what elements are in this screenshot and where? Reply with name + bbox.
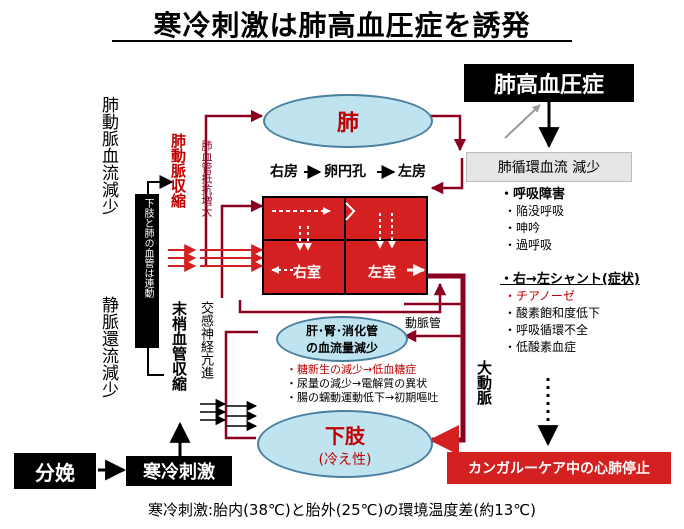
lower-limb-node: 下肢 (冷え性) bbox=[257, 410, 433, 478]
lung-node: 肺 bbox=[263, 94, 433, 148]
title-underline bbox=[112, 40, 572, 42]
aorta-label: 大動脈 bbox=[475, 360, 493, 405]
organ-effects: ・糖新生の減少→低血糖症 ・尿量の減少→電解質の異状 ・腸の蠕動運動低下→初期嘔… bbox=[286, 363, 438, 405]
organs-line2: の血流量減少 bbox=[305, 341, 378, 355]
resp-item: ・呻吟 bbox=[504, 221, 541, 235]
shunt-item: ・酸素飽和度低下 bbox=[504, 306, 601, 320]
shunt-item: ・チアノーゼ bbox=[504, 289, 575, 303]
lung-label: 肺 bbox=[336, 111, 359, 136]
organs-node: 肝･腎･消化管 の血流量減少 bbox=[276, 316, 408, 362]
heart-flow-fo: 卵円孔 bbox=[324, 164, 366, 180]
linked-vessels-box: 下肢と肺の血管は連動 bbox=[135, 194, 159, 348]
lower-limb-sub: (冷え性) bbox=[318, 451, 372, 468]
resp-item: ・陥没呼吸 bbox=[504, 204, 565, 218]
lv-label: 左室 bbox=[368, 265, 396, 281]
footer-note: 寒冷刺激:胎内(38℃)と胎外(25℃)の環境温度差(約13℃) bbox=[148, 501, 536, 519]
resp-title: ・呼吸障害 bbox=[500, 187, 566, 202]
organ-effect-item: ・糖新生の減少→低血糖症 bbox=[286, 363, 417, 376]
lower-limb-label: 下肢 bbox=[325, 423, 365, 448]
pa-constriction-label: 肺動脈収縮 bbox=[169, 133, 187, 208]
organs-line1: 肝･腎･消化管 bbox=[305, 324, 378, 338]
lung-circulation-box: 肺循環血流 減少 bbox=[466, 152, 632, 182]
ductus-arteriosus-label: 動脈管 bbox=[405, 316, 442, 330]
shunt-item: ・呼吸循環不全 bbox=[504, 323, 589, 337]
cardiac-arrest-box: カンガルーケア中の心肺停止 bbox=[447, 452, 671, 484]
birth-box: 分娩 bbox=[14, 453, 96, 489]
heart-flow-ra: 右房 bbox=[270, 164, 298, 180]
linked-vessels-label: 下肢と肺の血管は連動 bbox=[142, 198, 153, 298]
cold-stimulus-box: 寒冷刺激 bbox=[126, 456, 232, 486]
peripheral-constriction-label: 末梢血管収縮 bbox=[170, 301, 188, 391]
resp-item: ・過呼吸 bbox=[504, 238, 553, 252]
pulmonary-hypertension-box: 肺高血圧症 bbox=[464, 64, 634, 102]
pv-resistance-label: 肺血管抵抗増大 bbox=[200, 140, 213, 217]
shunt-title: ・右→左シャント(症状) bbox=[500, 272, 640, 287]
respiratory-disorder: ・呼吸障害 ・陥没呼吸 ・呻吟 ・過呼吸 bbox=[500, 186, 565, 254]
organ-effect-item: ・腸の蠕動運動低下→初期嘔吐 bbox=[286, 391, 439, 404]
shunt-item: ・低酸素血症 bbox=[504, 340, 577, 354]
venous-return-decrease: 静脈還流減少 bbox=[98, 296, 118, 398]
organ-effect-item: ・尿量の減少→電解質の異状 bbox=[286, 377, 428, 390]
rv-label: 右室 bbox=[293, 265, 321, 281]
shunt-symptoms: ・右→左シャント(症状) ・チアノーゼ ・酸素飽和度低下 ・呼吸循環不全 ・低酸… bbox=[500, 271, 640, 356]
sympathetic-label: 交感神経亢進 bbox=[198, 301, 213, 379]
pulmonary-flow-decrease: 肺動脈血流減少 bbox=[98, 96, 118, 215]
heart-flow-la: 左房 bbox=[398, 164, 426, 180]
page-title: 寒冷刺激は肺高血圧症を誘発 bbox=[153, 9, 531, 42]
